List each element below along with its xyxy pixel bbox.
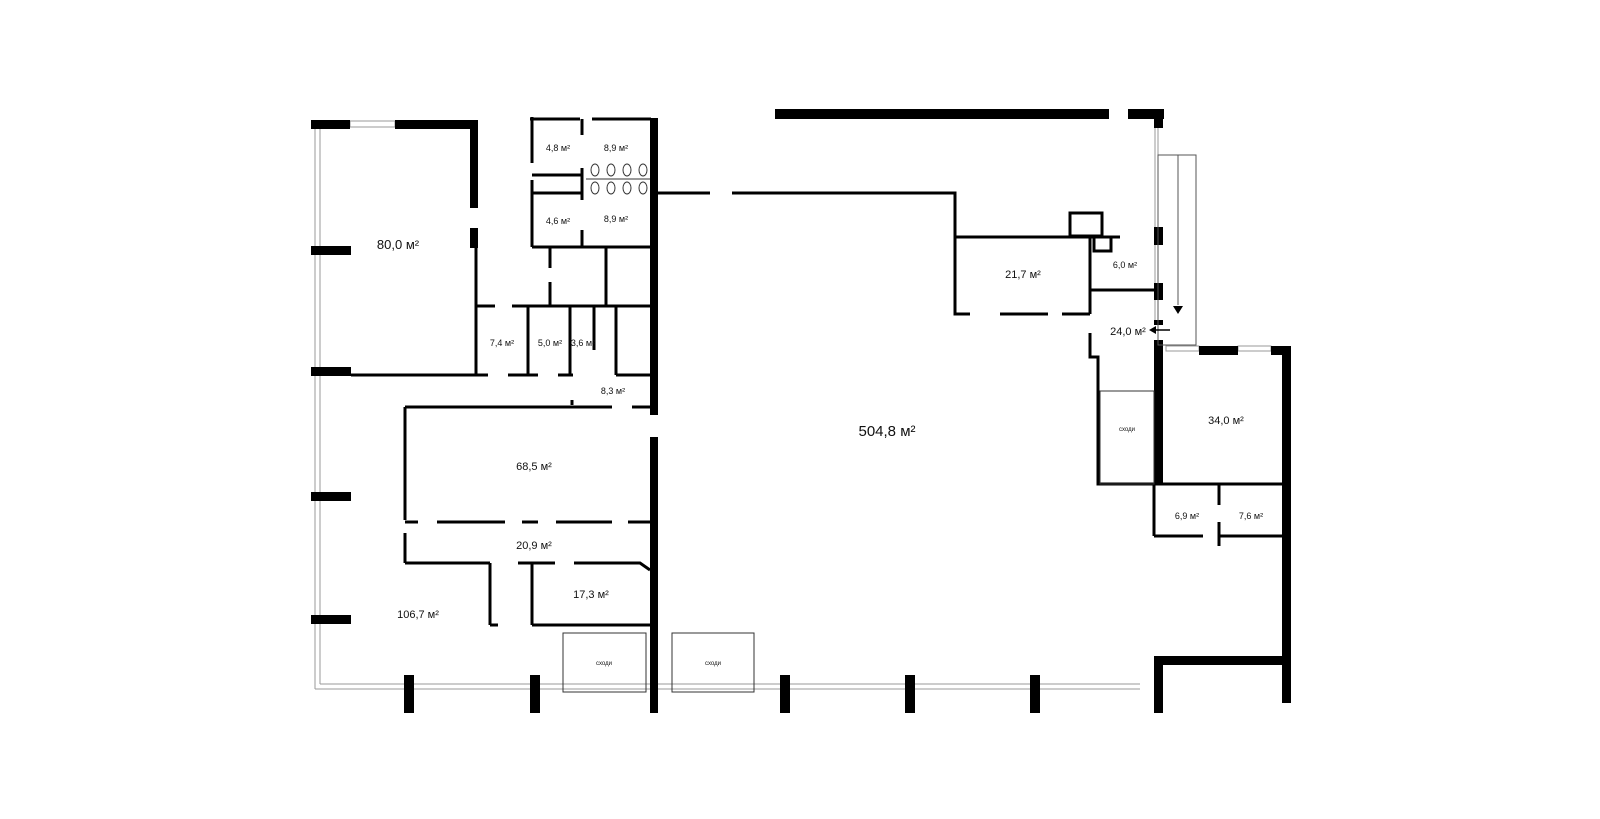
partitions <box>351 117 1282 627</box>
room-area-label: 20,9 м² <box>516 540 552 552</box>
room-area-label: 80,0 м² <box>377 237 420 252</box>
entrance-arrow-icon <box>1149 326 1170 334</box>
room-area-label: 4,8 м² <box>546 143 570 153</box>
room-area-label: 17,3 м² <box>573 589 609 601</box>
stairs-right <box>1099 390 1155 485</box>
room-area-label: 6,0 м² <box>1113 260 1137 270</box>
room-area-label: 8,3 м² <box>601 386 625 396</box>
room-area-label: 504,8 м² <box>858 423 915 440</box>
room-area-label: 24,0 м² <box>1110 326 1146 338</box>
stairs-left <box>562 632 647 693</box>
room-area-label: 7,4 м² <box>490 338 514 348</box>
room-area-label: 7,6 м² <box>1239 511 1263 521</box>
toilet-icons <box>586 163 650 195</box>
entrance-ramp <box>1157 154 1197 346</box>
equipment <box>1068 211 1113 253</box>
room-area-label: 5,0 м² <box>538 338 562 348</box>
room-area-label: 34,0 м² <box>1208 415 1244 427</box>
ramp-arrow-icon <box>1173 306 1183 314</box>
room-area-label: 4,6 м² <box>546 216 570 226</box>
room-area-label: 21,7 м² <box>1005 269 1041 281</box>
glazing <box>314 120 1272 690</box>
stairs-left-label: сходи <box>596 661 612 667</box>
stairs-center-label: сходи <box>705 661 721 667</box>
stairs-boxes <box>562 390 1155 693</box>
room-area-label: 106,7 м² <box>397 609 439 621</box>
room-area-label: 8,9 м² <box>604 143 628 153</box>
stairs-center <box>671 632 755 693</box>
thick-walls <box>311 109 1291 713</box>
room-area-label: 3,6 м² <box>571 338 595 348</box>
room-area-label: 8,9 м² <box>604 214 628 224</box>
room-area-label: 6,9 м² <box>1175 511 1199 521</box>
room-area-label: 68,5 м² <box>516 461 552 473</box>
stairs-right-label: сходи <box>1119 427 1135 433</box>
